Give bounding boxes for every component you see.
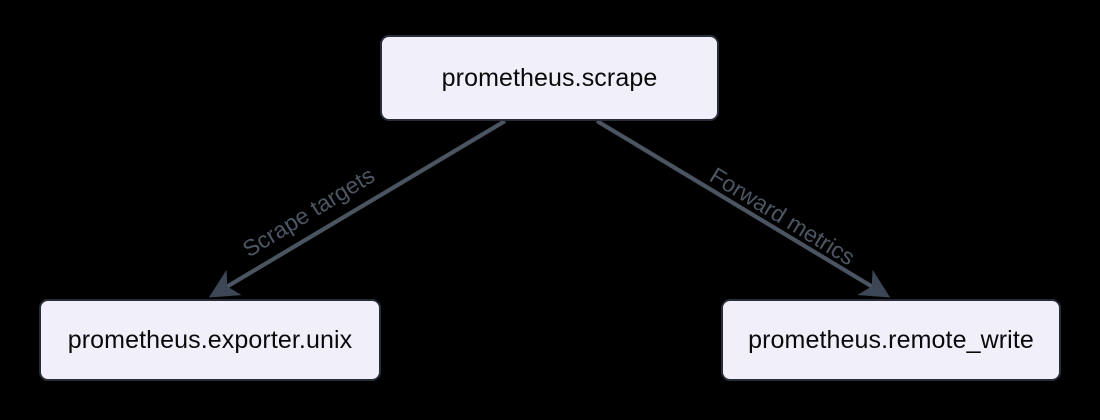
node-prometheus-remote-write[interactable]: prometheus.remote_write bbox=[721, 299, 1061, 381]
node-label: prometheus.scrape bbox=[441, 63, 658, 92]
edge-scrape-to-exporter bbox=[208, 119, 507, 298]
node-prometheus-scrape[interactable]: prometheus.scrape bbox=[380, 35, 719, 121]
node-label: prometheus.exporter.unix bbox=[67, 325, 353, 354]
node-prometheus-exporter-unix[interactable]: prometheus.exporter.unix bbox=[39, 299, 381, 381]
node-label: prometheus.remote_write bbox=[748, 325, 1034, 354]
edge-scrape-to-remote-write bbox=[595, 119, 891, 298]
